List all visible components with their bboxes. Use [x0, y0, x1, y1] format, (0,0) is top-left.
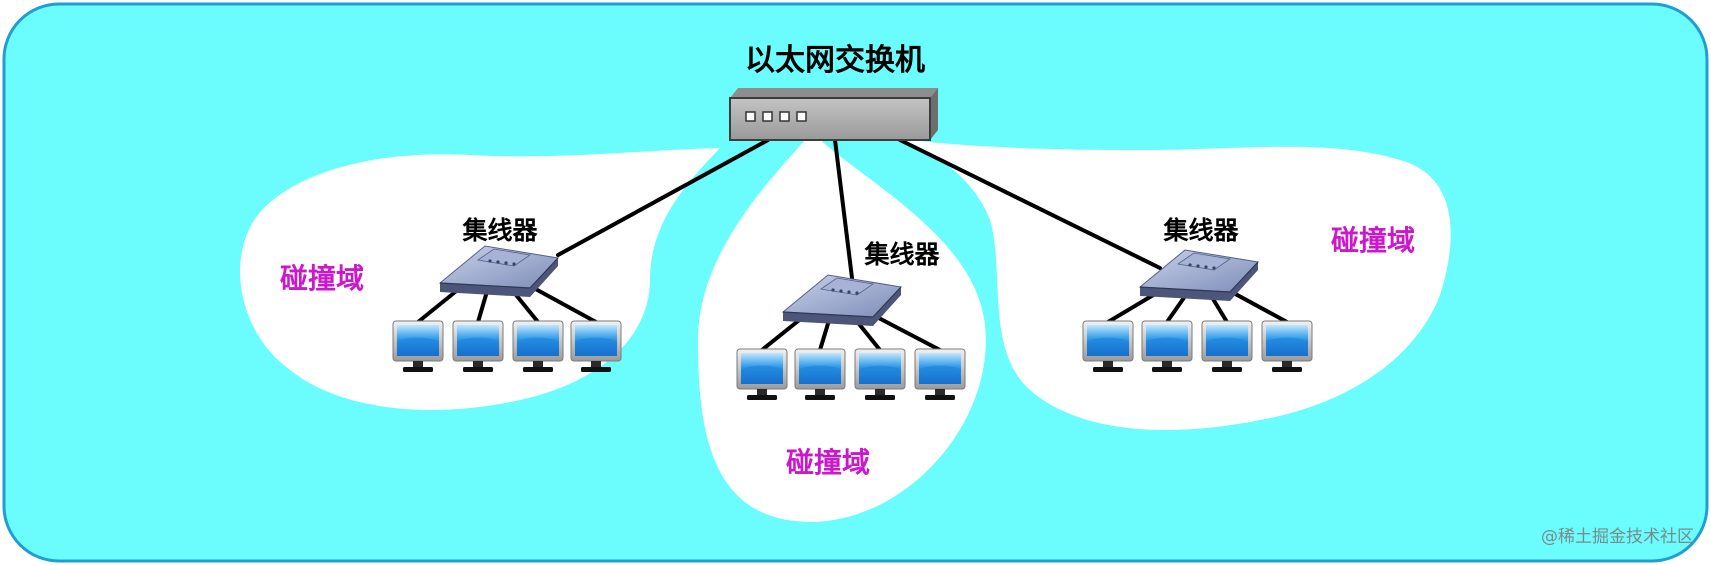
- switch-label: 以太网交换机: [745, 43, 925, 78]
- cable-switch-hub-left: [556, 138, 770, 257]
- cable-hub-mid-pc-4: [871, 313, 942, 352]
- cable-switch-hub-middle: [833, 138, 854, 280]
- hub-label-middle: 集线器: [863, 240, 940, 269]
- cable-switch-hub-right: [898, 138, 1162, 270]
- collision-domain-blob-middle: [698, 132, 986, 522]
- ethernet-switch-icon: [729, 88, 938, 141]
- cable-hub-right-pc-4: [1226, 288, 1289, 324]
- collision-domain-label-right: 碰撞域: [1331, 224, 1415, 257]
- collision-domain-label-middle: 碰撞域: [786, 446, 870, 479]
- collision-domain-label-left: 碰撞域: [280, 262, 364, 295]
- hub-label-right: 集线器: [1162, 216, 1239, 245]
- cable-hub-left-pc-4: [528, 284, 598, 324]
- watermark: @稀土掘金技术社区: [1541, 527, 1694, 547]
- hub-label-left: 集线器: [461, 216, 538, 245]
